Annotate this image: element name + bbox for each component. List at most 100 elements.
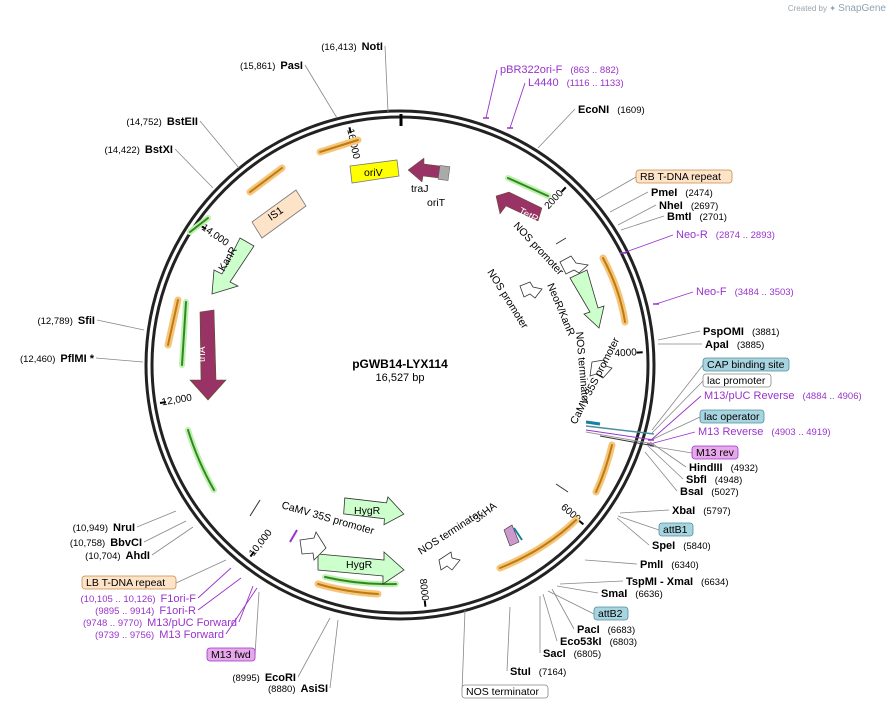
primer-label[interactable]: M13/pUC Reverse(4884 .. 4906) [704,390,862,402]
site-label[interactable]: EcoRI(8995) [232,672,296,684]
primer-name: M13/pUC Forward [147,617,237,629]
feature-box[interactable]: attB1 [658,522,694,537]
primer-label[interactable]: F1ori-R(9895 .. 9914) [95,605,196,617]
site-name: PasI [280,60,303,72]
primer-leader [622,234,674,254]
camv-left-marker [289,529,298,543]
feature-box[interactable]: NOS terminator [461,684,549,699]
site-label[interactable]: SfiI(12,789) [37,315,95,327]
site-label[interactable]: HindIII(4932) [689,462,758,474]
label-nos-terminator-bottom: NOS terminator [416,507,484,557]
nos-terminator-arrow-bottom [438,551,461,571]
site-label[interactable]: PspOMI(3881) [703,326,779,338]
primer-leader [649,431,696,445]
primer-label[interactable]: pBR322ori-F(863 .. 882) [500,64,619,76]
site-label[interactable]: NruI(10,949) [73,522,135,534]
site-leader [617,204,657,226]
site-leader [616,517,650,546]
site-label[interactable]: NotI(16,413) [321,41,383,53]
primer-label[interactable]: Neo-F(3484 .. 3503) [696,286,794,298]
primer-label[interactable]: L4440(1116 .. 1133) [528,77,624,89]
site-label[interactable]: BmtI(2701) [667,211,727,223]
box-leader [254,591,260,656]
site-leader [199,120,240,169]
site-position: (5027) [711,487,738,498]
site-label[interactable]: PmlI(6340) [640,559,699,571]
box-background [702,373,772,388]
site-name: BbvCI [110,537,142,549]
site-label[interactable]: SacI(6805) [543,648,601,660]
site-label[interactable]: PflMI *(12,460) [20,353,95,365]
site-position: (3881) [752,327,779,338]
site-label[interactable]: EcoNI(1609) [578,104,645,116]
box-text: RB T-DNA repeat [640,171,721,183]
site-name: BmtI [667,211,691,223]
tick-label: 14,000 [199,222,231,249]
feature-box[interactable]: attB2 [593,606,629,621]
primer-label[interactable]: M13 Forward(9739 .. 9756) [95,629,224,641]
primer-label[interactable]: Neo-R(2874 .. 2893) [676,229,775,241]
site-label[interactable]: BbvCI(10,758) [70,537,142,549]
site-label[interactable]: SbfI(4948) [686,474,742,486]
site-label[interactable]: StuI(7164) [510,666,566,678]
site-name: SmaI [601,588,627,600]
site-leader [657,330,701,341]
site-position: (6636) [635,589,662,600]
primers: pBR322ori-F(863 .. 882)L4440(1116 .. 113… [81,64,862,641]
site-position: (2697) [691,201,718,212]
feature-box[interactable]: CAP binding site [702,357,790,372]
primer-leader [485,69,498,119]
site-label[interactable]: NheI(2697) [659,200,718,212]
primer-label[interactable]: M13/pUC Forward(9748 .. 9770) [83,617,237,629]
site-leader [96,319,145,331]
orf-arc-bottom-core [317,583,379,595]
site-label[interactable]: XbaI(5797) [672,505,731,517]
site-name: TspMI - XmaI [626,576,693,588]
label-hygr-1: HygR [354,505,381,517]
site-leader [304,64,338,119]
box-background [593,606,629,621]
site-position: (16,413) [321,42,356,53]
backbone-outer-ring [144,109,656,621]
feature-box[interactable]: M13 fwd [206,647,256,662]
site-label[interactable]: SmaI (6636) [601,588,663,600]
primer-position: (9739 .. 9756) [95,630,154,641]
site-label[interactable]: PacI(6683) [577,624,635,636]
tick-mark [423,600,427,607]
box-background [691,445,739,460]
primer-label[interactable]: F1ori-F(10,105 .. 10,126) [81,593,197,605]
feature-box[interactable]: lac operator [699,409,765,424]
site-leader [174,148,214,189]
tick-label: 8000 [417,578,430,602]
tick-mark [159,401,167,405]
primer-leader [225,587,258,635]
site-label[interactable]: AsiSI(8880) [268,683,328,695]
site-label[interactable]: TspMI - XmaI(6634) [626,576,729,588]
orf-arc-right-core [595,444,613,493]
feature-box[interactable]: LB T-DNA repeat [81,575,177,590]
trfa-feature [189,309,227,401]
feature-box[interactable]: M13 rev [691,445,739,460]
site-label[interactable]: BstEII(14,752) [126,116,198,128]
site-label[interactable]: ApaI(3885) [705,339,764,351]
site-label[interactable]: Eco53kI(6803) [560,636,637,648]
site-label[interactable]: BsaI(5027) [680,486,739,498]
feature-box[interactable]: lac promoter [702,373,772,388]
site-name: PmlI [640,559,663,571]
site-position: (3885) [737,340,764,351]
box-leader [649,445,693,454]
site-leader [143,520,187,543]
tick-label: 4000 [614,347,637,359]
primer-label[interactable]: M13 Reverse(4903 .. 4919) [698,426,831,438]
site-position: (8995) [232,673,259,684]
feature-box[interactable]: RB T-DNA repeat [635,169,733,184]
site-label[interactable]: SpeI(5840) [652,540,711,552]
site-label[interactable]: BstXI(14,422) [104,144,173,156]
site-label[interactable]: AhdI(10,704) [85,550,150,562]
site-label[interactable]: PmeI(2474) [651,187,713,199]
site-label[interactable]: PasI(15,861) [240,60,303,72]
site-position: (10,949) [73,523,108,534]
site-name: SfiI [78,315,95,327]
tick-mark [249,551,255,558]
